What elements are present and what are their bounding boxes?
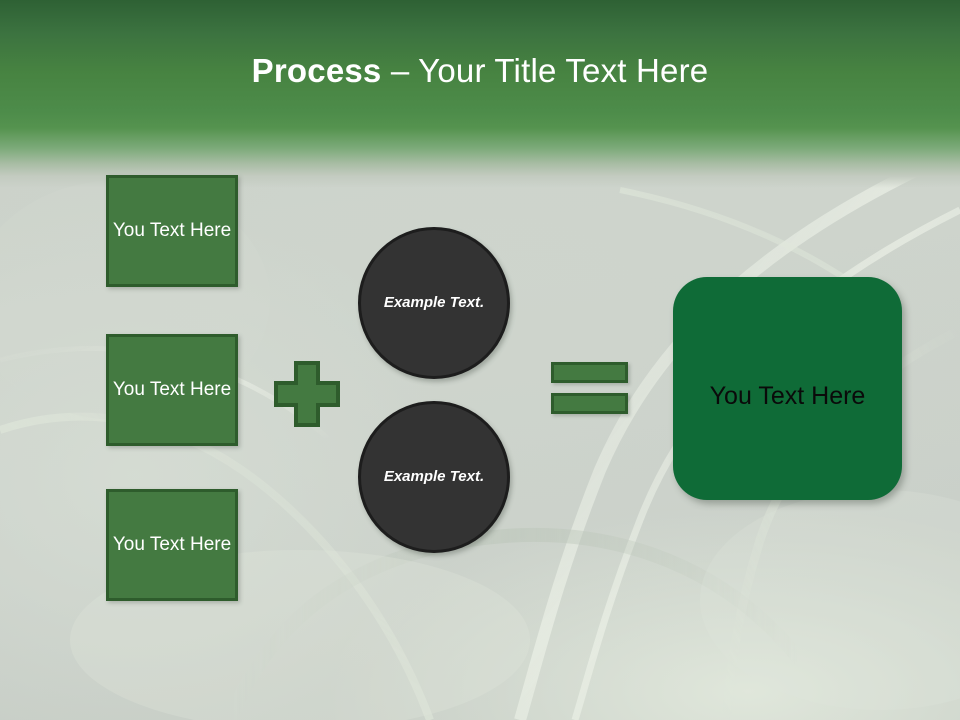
input-box-3-label: You Text Here [112,534,232,555]
input-box-3[interactable]: You Text Here [106,489,238,601]
example-circle-1[interactable]: Example Text. [358,227,510,379]
plus-icon [274,361,340,427]
example-circle-1-label: Example Text. [383,294,485,311]
example-circle-2-label: Example Text. [383,468,485,485]
equals-bar-bottom [551,393,628,414]
input-box-2-label: You Text Here [112,379,232,400]
input-box-2[interactable]: You Text Here [106,334,238,446]
header-band [0,0,960,188]
equals-bar-top [551,362,628,383]
result-box[interactable]: You Text Here [673,277,902,500]
equals-icon [551,362,628,414]
result-box-label: You Text Here [709,382,866,410]
page-title-rest: – Your Title Text Here [381,52,709,89]
example-circle-2[interactable]: Example Text. [358,401,510,553]
input-box-1-label: You Text Here [112,220,232,241]
input-box-1[interactable]: You Text Here [106,175,238,287]
page-title-bold: Process [251,52,382,89]
page-title: Process – Your Title Text Here [0,52,960,90]
